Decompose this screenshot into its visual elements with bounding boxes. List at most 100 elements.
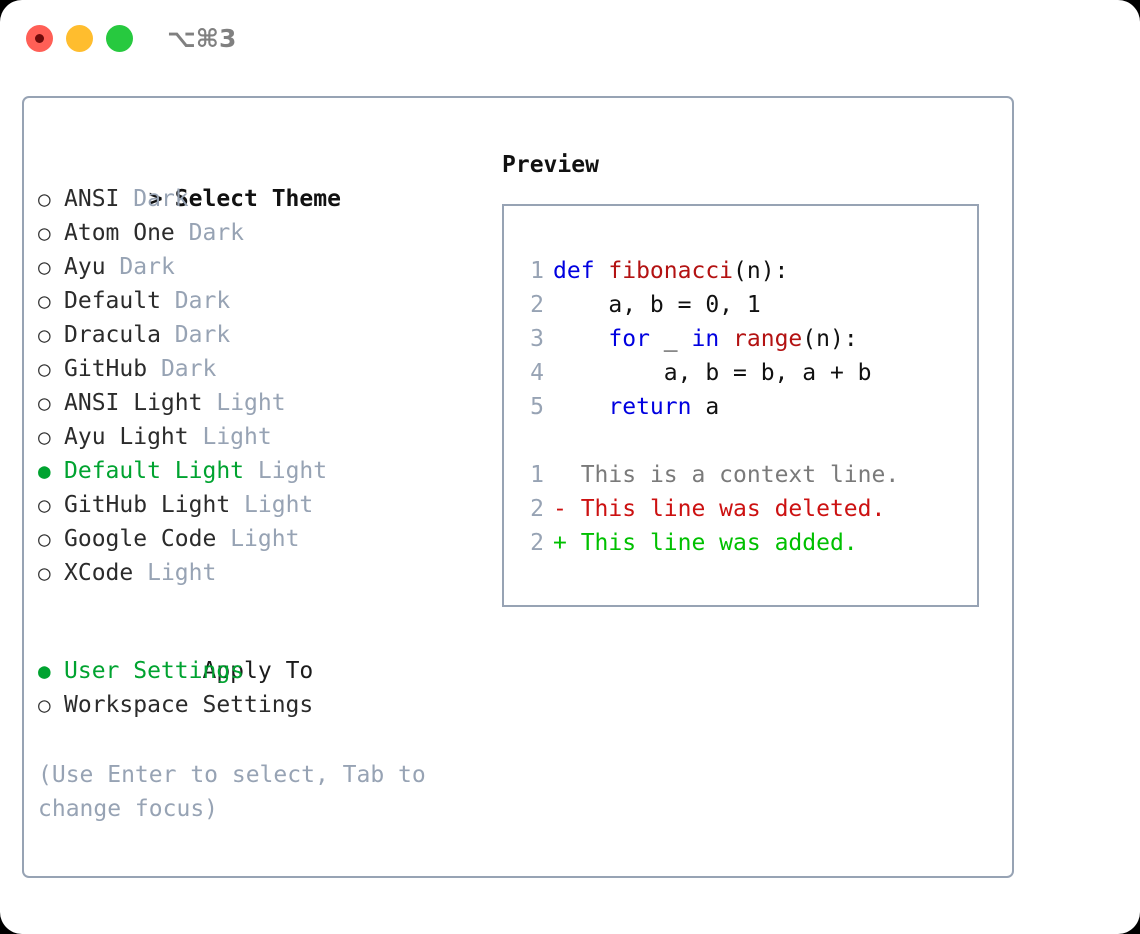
code-diff-separator bbox=[520, 424, 969, 458]
theme-mode-tag: Dark bbox=[188, 220, 245, 246]
line-number: 2 bbox=[530, 530, 544, 556]
theme-mode-tag: Light bbox=[147, 560, 217, 586]
select-theme-header: > Select Theme bbox=[38, 148, 478, 212]
theme-option-row[interactable]: ○ GitHub Dark bbox=[38, 352, 478, 386]
apply-to-option-row[interactable]: ● User Settings bbox=[38, 654, 478, 688]
theme-mode-tag: Dark bbox=[119, 254, 175, 280]
theme-option-row[interactable]: ○ Dracula Dark bbox=[38, 318, 478, 352]
line-number: 2 bbox=[530, 496, 544, 522]
theme-mode-tag: Dark bbox=[160, 356, 217, 382]
theme-option-label: GitHub Light bbox=[64, 492, 231, 518]
diff-line: 2+ This line was added. bbox=[520, 526, 969, 560]
theme-option-row[interactable]: ○ANSI Dark bbox=[38, 182, 478, 216]
spacer bbox=[119, 186, 133, 212]
theme-option-label: XCode bbox=[64, 560, 134, 586]
theme-option-row[interactable]: ○ XCode Light bbox=[38, 556, 478, 590]
code-token: return bbox=[608, 394, 692, 420]
theme-option-row[interactable]: ● Default Light Light bbox=[38, 454, 478, 488]
window-titlebar: ⌥⌘3 bbox=[0, 0, 1140, 78]
theme-mode-tag: Light bbox=[202, 424, 272, 450]
code-token: def bbox=[553, 258, 609, 284]
recording-indicator-icon bbox=[35, 34, 44, 43]
code-token: fibonacci bbox=[608, 258, 734, 284]
radio-unselected-icon[interactable]: ○ bbox=[38, 391, 51, 415]
theme-option-row[interactable]: ○ ANSI Light Light bbox=[38, 386, 478, 420]
spacer bbox=[202, 390, 216, 416]
apply-to-option-list: ● User Settings ○ Workspace Settings bbox=[38, 654, 478, 722]
radio-unselected-icon[interactable]: ○ bbox=[38, 425, 51, 449]
radio-unselected-icon[interactable]: ○ bbox=[38, 493, 51, 517]
theme-option-row[interactable]: ○ Google Code Light bbox=[38, 522, 478, 556]
theme-mode-tag: Dark bbox=[174, 322, 231, 348]
theme-option-list: ○ANSI Dark○Atom One Dark○Ayu Dark○Defaul… bbox=[38, 182, 478, 590]
diff-marker: + bbox=[553, 530, 567, 556]
code-token bbox=[553, 326, 608, 352]
theme-mode-tag: Light bbox=[216, 390, 286, 416]
theme-option-row[interactable]: ○ Atom One Dark bbox=[38, 216, 478, 250]
zoom-button[interactable] bbox=[106, 25, 133, 52]
theme-option-row[interactable]: ○ GitHub Light Light bbox=[38, 488, 478, 522]
radio-unselected-icon[interactable]: ○ bbox=[38, 527, 51, 551]
diff-line: 1 This is a context line. bbox=[520, 458, 969, 492]
diff-text: This is a context line. bbox=[566, 462, 900, 488]
spacer bbox=[133, 560, 147, 586]
spacer bbox=[216, 526, 230, 552]
code-line: 5 return a bbox=[520, 390, 969, 424]
theme-option-label: Default Light bbox=[64, 458, 245, 484]
theme-option-label: GitHub bbox=[64, 356, 148, 382]
theme-option-label: Google Code bbox=[64, 526, 217, 552]
radio-selected-icon[interactable]: ● bbox=[38, 459, 51, 483]
radio-unselected-icon[interactable]: ○ bbox=[38, 187, 51, 211]
spacer bbox=[106, 254, 120, 280]
spacer bbox=[244, 458, 258, 484]
code-line: 4 a, b = b, a + b bbox=[520, 356, 969, 390]
code-token: a, b = b, a + b bbox=[553, 360, 872, 386]
radio-unselected-icon[interactable]: ○ bbox=[38, 323, 51, 347]
radio-unselected-icon[interactable]: ○ bbox=[38, 289, 51, 313]
theme-mode-tag: Light bbox=[230, 526, 300, 552]
preview-title: Preview bbox=[502, 152, 599, 178]
theme-option-row[interactable]: ○Default Dark bbox=[38, 284, 478, 318]
close-button[interactable] bbox=[26, 25, 53, 52]
theme-mode-tag: Light bbox=[244, 492, 314, 518]
radio-unselected-icon[interactable]: ○ bbox=[38, 561, 51, 585]
line-number: 1 bbox=[530, 258, 544, 284]
code-line: 2 a, b = 0, 1 bbox=[520, 288, 969, 322]
select-theme-title: Select Theme bbox=[174, 186, 341, 212]
theme-list-column: >Select Theme ○ANSI Dark○Atom One Dark○A… bbox=[38, 148, 478, 826]
theme-option-row[interactable]: ○Ayu Light Light bbox=[38, 420, 478, 454]
theme-option-label: ANSI Light bbox=[64, 390, 203, 416]
diff-line: 2- This line was deleted. bbox=[520, 492, 969, 526]
radio-selected-icon[interactable]: ● bbox=[38, 659, 51, 683]
apply-to-option-label: Workspace Settings bbox=[64, 692, 314, 718]
keyboard-hint-text: (Use Enter to select, Tab to change focu… bbox=[38, 762, 440, 822]
code-token bbox=[553, 394, 608, 420]
code-line: 3 for _ in range(n): bbox=[520, 322, 969, 356]
apply-to-option-row[interactable]: ○ Workspace Settings bbox=[38, 688, 478, 722]
theme-option-label: Dracula bbox=[64, 322, 161, 348]
caret-icon: > bbox=[148, 186, 163, 212]
line-number: 2 bbox=[530, 292, 544, 318]
code-token: range bbox=[733, 326, 803, 352]
theme-mode-tag: Dark bbox=[174, 288, 231, 314]
diff-marker: - bbox=[553, 496, 567, 522]
minimize-button[interactable] bbox=[66, 25, 93, 52]
spacer bbox=[147, 356, 161, 382]
theme-mode-tag: Light bbox=[257, 458, 328, 484]
apply-to-header: Apply To bbox=[38, 620, 478, 684]
radio-unselected-icon[interactable]: ○ bbox=[38, 357, 51, 381]
spacer bbox=[175, 220, 189, 246]
theme-option-row[interactable]: ○Ayu Dark bbox=[38, 250, 478, 284]
radio-unselected-icon[interactable]: ○ bbox=[38, 693, 51, 717]
spacer bbox=[189, 424, 203, 450]
radio-unselected-icon[interactable]: ○ bbox=[38, 255, 51, 279]
theme-option-label: Atom One bbox=[64, 220, 175, 246]
diff-marker bbox=[553, 462, 567, 488]
code-token: a, b = 0, 1 bbox=[553, 292, 761, 318]
line-number: 4 bbox=[530, 360, 544, 386]
apply-to-option-label: User Settings bbox=[64, 658, 245, 684]
radio-unselected-icon[interactable]: ○ bbox=[38, 221, 51, 245]
